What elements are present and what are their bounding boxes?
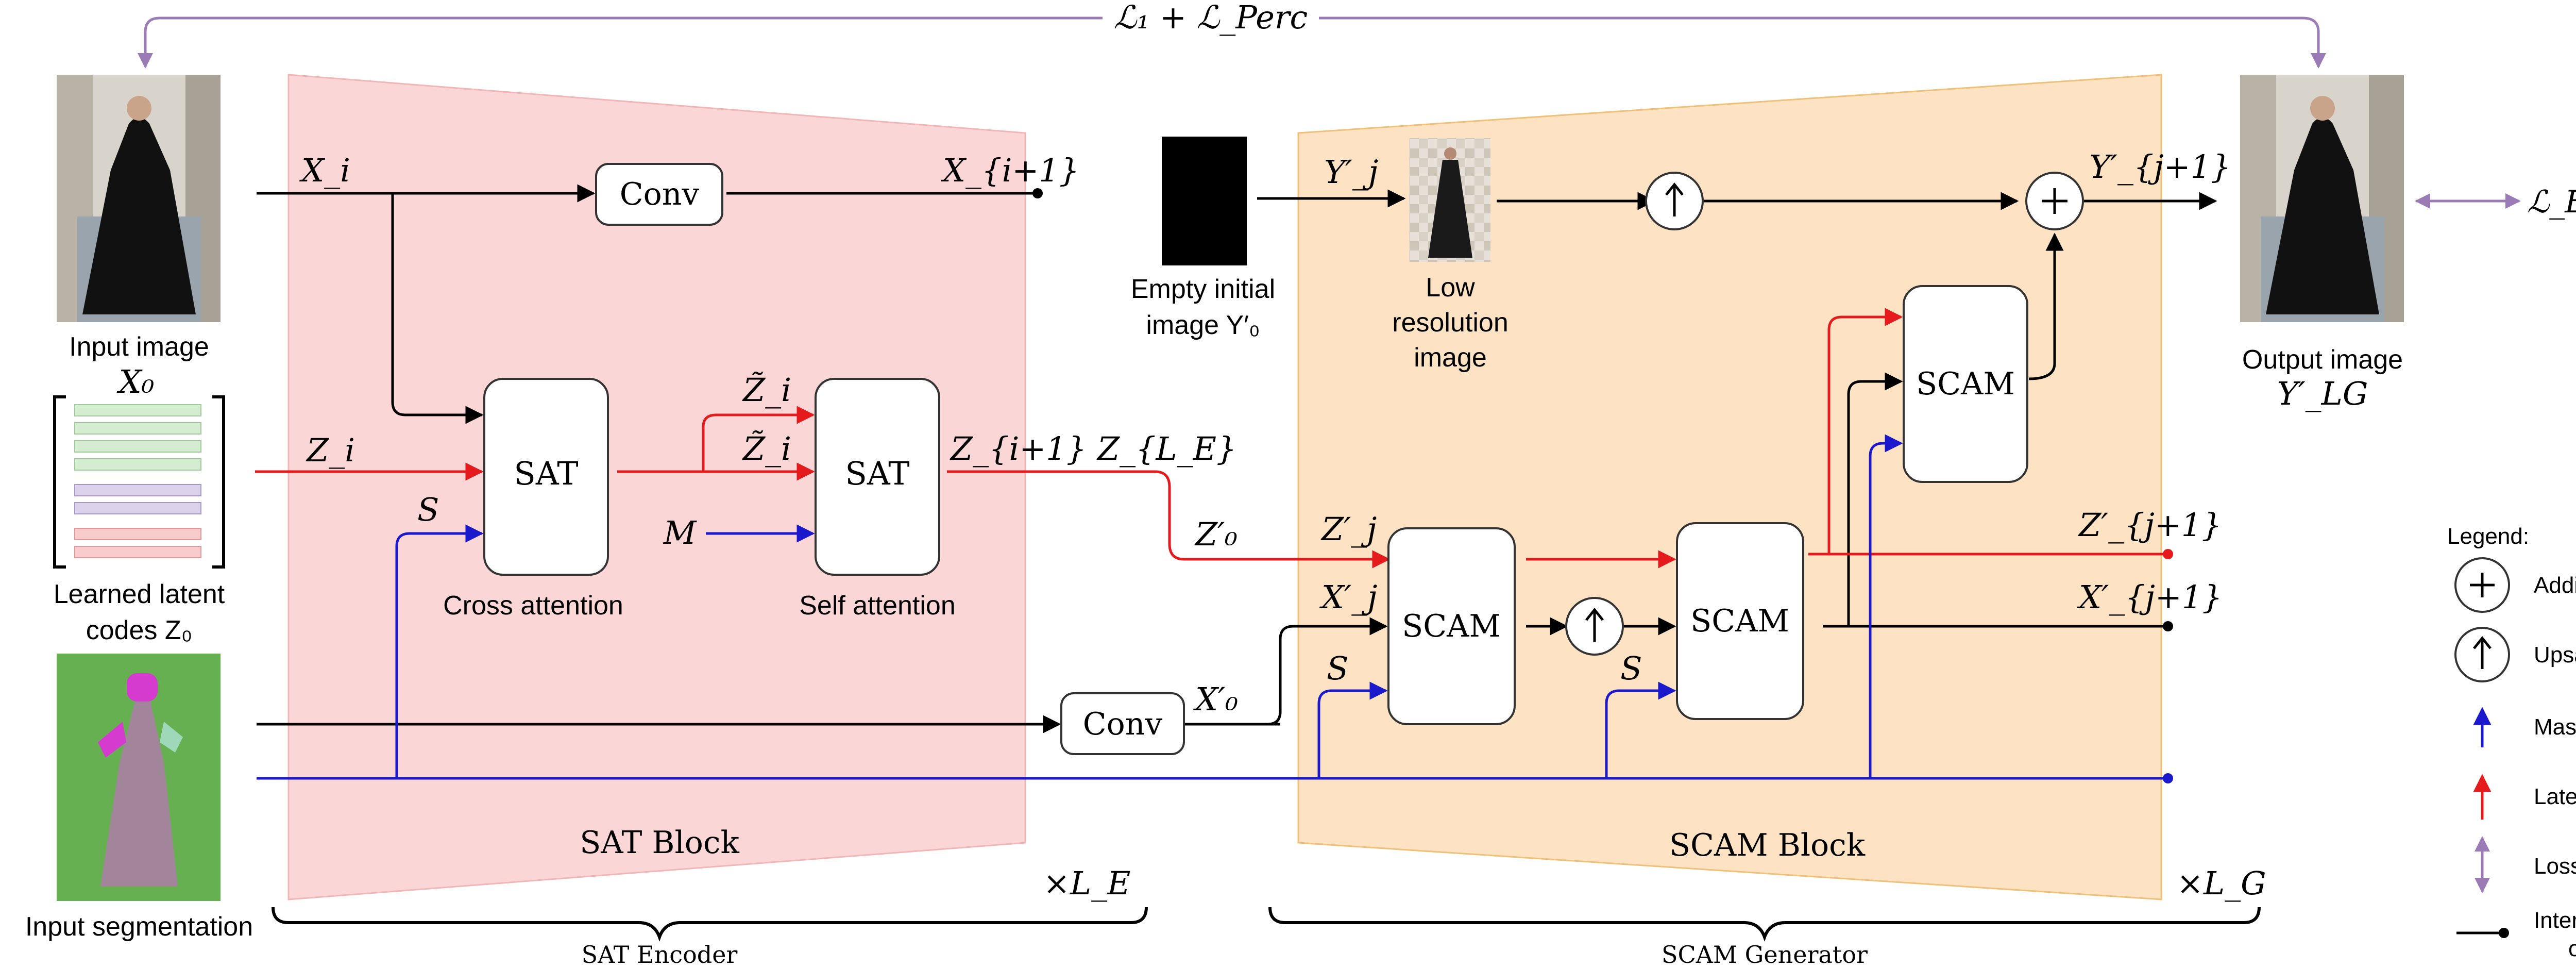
zi-symbol: Z_i [306, 431, 355, 469]
mask-output-dot [2163, 773, 2173, 783]
upsample-top-icon [1665, 182, 1684, 216]
scam-block-label: SCAM Block [1669, 827, 1866, 863]
scam-generator-label: SCAM Generator [1662, 941, 1868, 968]
x0p-symbol: X′₀ [1193, 680, 1238, 718]
xi1-symbol: X_{i+1} [941, 152, 1079, 189]
scam-repeat-label: ×L_G [2177, 864, 2266, 902]
yj-symbol: Y′_j [1324, 153, 1378, 191]
latent-label-2: codes Z₀ [86, 615, 193, 645]
generator-black-flows [1185, 189, 2217, 726]
xj-symbol: X′_j [1319, 578, 1377, 616]
scam-box-2 [1676, 522, 1804, 720]
lowres-label-1: Low [1426, 273, 1475, 303]
scam-box-1 [1387, 527, 1516, 725]
scam-label-2: SCAM [1690, 603, 1789, 639]
sat-encoder-brace [272, 907, 1148, 942]
lowres-label-2: resolution [1392, 308, 1508, 338]
output-image [2240, 75, 2404, 322]
sat-cross-label: SAT [514, 455, 578, 492]
input-segmentation-image [57, 654, 221, 901]
yj1-symbol: Y′_{j+1} [2089, 148, 2231, 186]
self-attention-label: Self attention [799, 591, 956, 621]
s1-symbol: S [417, 491, 439, 528]
cross-attention-label: Cross attention [443, 591, 623, 621]
legend-latent-label: Latent codes [2534, 784, 2576, 809]
scam-label-3: SCAM [1916, 366, 2015, 402]
empty-label-2: image Y′₀ [1146, 310, 1260, 340]
xi-symbol: X_i [299, 152, 350, 189]
m-symbol: M [663, 514, 697, 552]
sat-encoder-label: SAT Encoder [582, 941, 738, 968]
low-resolution-image [1409, 138, 1490, 262]
zt1-symbol: Z̃_i [742, 371, 791, 409]
upsample-mid-icon [1585, 607, 1604, 642]
legend-masks-label: Masks [2534, 714, 2576, 740]
scam-label-1: SCAM [1402, 608, 1501, 644]
learned-latent-codes [53, 395, 225, 569]
sat-self-label: SAT [845, 455, 909, 492]
conv-top-box [595, 163, 723, 226]
xj1-symbol: X′_{j+1} [2077, 578, 2223, 616]
conv-top-label: Conv [620, 176, 700, 212]
legend-upsampling-label: Upsampling [2534, 642, 2576, 667]
legend-losses-label: Losses [2534, 854, 2576, 879]
input-image [57, 75, 221, 322]
x-j1-output-dot [2163, 621, 2173, 631]
legend-intermediate-dot [2499, 928, 2509, 938]
generator-red-flows [1526, 308, 2166, 569]
sat-cross-box [483, 378, 609, 576]
addition-icon [2042, 188, 2067, 214]
output-label-1: Output image [2242, 345, 2403, 375]
empty-initial-image [1162, 137, 1247, 265]
sat-repeat-label: ×L_E [1043, 864, 1130, 902]
output-label-2: Y′_LG [2277, 375, 2368, 412]
zi1-symbol: Z_{i+1} [950, 430, 1087, 468]
s3-symbol: S [1620, 649, 1642, 687]
input-segmentation-label: Input segmentation [25, 912, 253, 942]
legend-addition-glyph [2470, 573, 2495, 597]
x0-symbol: X₀ [117, 363, 155, 400]
legend-addition-label: Addition [2534, 573, 2576, 598]
gan-loss-label: ℒ_EG,GAN [2527, 184, 2576, 220]
z-j1-output-dot [2163, 549, 2173, 559]
perceptual-loss-label: ℒ₁ + ℒ_Perc [1114, 0, 1308, 36]
conv-bottom-box [1060, 692, 1185, 755]
lowres-label-3: image [1414, 343, 1487, 373]
encoder-black-flows [257, 184, 1061, 733]
conv-bottom-label: Conv [1083, 706, 1163, 742]
encoder-blue-flows [395, 524, 815, 778]
generator-blue-flows [257, 434, 2166, 780]
latent-label-1: Learned latent [54, 579, 225, 609]
perceptual-loss-connector [138, 16, 2326, 69]
legend-intermediate-label-1: Intermediate [2534, 908, 2576, 933]
x-i1-output-dot [1032, 188, 1043, 198]
zt2-symbol: Z̃_i [742, 430, 791, 468]
zj-symbol: Z′_j [1320, 510, 1377, 548]
z0p-symbol: Z′₀ [1194, 515, 1238, 553]
input-image-label: Input image [69, 332, 209, 362]
zj1-symbol: Z′_{j+1} [2078, 506, 2222, 544]
sat-block-background [287, 74, 1026, 900]
legend-intermediate-label-2: output [2568, 936, 2576, 961]
sat-self-box [815, 378, 940, 576]
s2-symbol: S [1327, 649, 1348, 687]
scam-generator-brace [1268, 907, 2261, 942]
empty-label-1: Empty initial [1131, 274, 1275, 304]
encoder-red-flows [255, 406, 1391, 569]
legend-title: Legend: [2447, 524, 2529, 549]
scam-box-3 [1903, 285, 2028, 483]
legend-upsampling-glyph [2473, 636, 2492, 669]
sat-block-label: SAT Block [580, 825, 739, 861]
zle-symbol: Z_{L_E} [1096, 430, 1236, 468]
